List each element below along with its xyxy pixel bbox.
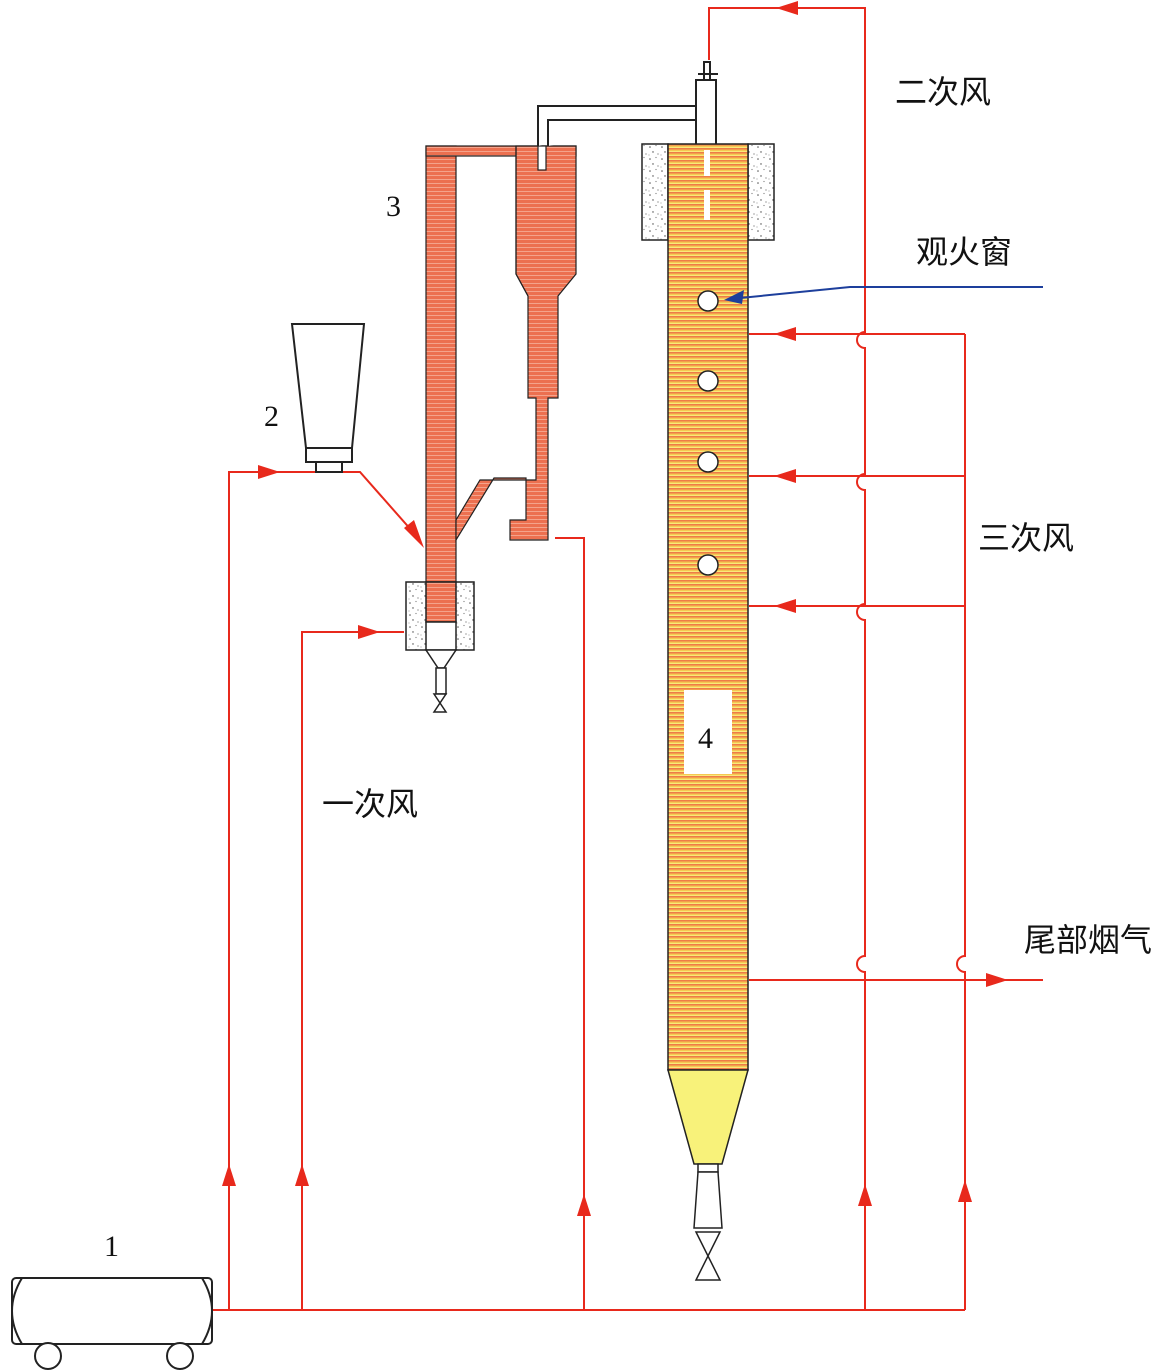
tertiary-air-label: 三次风 bbox=[978, 519, 1075, 557]
arrow-up bbox=[222, 1164, 236, 1186]
furnace bbox=[641, 143, 775, 1281]
primary-air-label: 一次风 bbox=[322, 785, 419, 823]
sight-window-label: 观火窗 bbox=[916, 233, 1013, 271]
crossover-duct bbox=[537, 61, 718, 147]
riser-cyclone-loop bbox=[425, 145, 577, 585]
blower-number: 1 bbox=[104, 1230, 119, 1263]
furnace-number: 4 bbox=[698, 722, 713, 755]
feed-hopper bbox=[290, 323, 366, 473]
riser-bottom bbox=[405, 581, 475, 713]
arrow-up bbox=[295, 1164, 309, 1186]
furnace-cone bbox=[667, 1069, 749, 1165]
blower-wheel bbox=[166, 1342, 194, 1370]
blower-wheel bbox=[34, 1342, 62, 1370]
arrow-right bbox=[358, 625, 380, 639]
primary-air-line bbox=[301, 631, 404, 1310]
arrow-up bbox=[858, 1184, 872, 1206]
arrow-left bbox=[776, 1, 798, 15]
flow-arrows bbox=[222, 1, 1008, 1216]
riser-loop-number: 3 bbox=[386, 190, 401, 223]
sight-window bbox=[697, 370, 719, 392]
air-piping bbox=[212, 7, 1043, 1311]
hopper-number: 2 bbox=[264, 400, 279, 433]
arrow-right bbox=[258, 465, 280, 479]
discharge-valve bbox=[694, 1231, 722, 1281]
arrow-left bbox=[774, 599, 796, 613]
tertiary-air-vertical bbox=[956, 334, 966, 1310]
insulation-block bbox=[641, 143, 669, 241]
feed-air-line bbox=[228, 471, 421, 1310]
loopseal-air-line bbox=[555, 537, 585, 1310]
arrow-up bbox=[958, 1180, 972, 1202]
secondary-air-line bbox=[708, 7, 866, 1310]
furnace-label-box bbox=[684, 690, 732, 774]
arrow-down-right bbox=[404, 520, 424, 548]
secondary-air-label: 二次风 bbox=[895, 73, 992, 111]
sight-window bbox=[697, 554, 719, 576]
sight-window bbox=[697, 290, 719, 312]
arrow-left bbox=[774, 469, 796, 483]
tail-flue-gas-label: 尾部烟气 bbox=[1024, 921, 1153, 959]
furnace-column bbox=[667, 143, 749, 1071]
insulation-block bbox=[747, 143, 775, 241]
sight-window-pointer bbox=[724, 286, 1043, 304]
arrow-right bbox=[986, 973, 1008, 987]
blower-tank bbox=[11, 1277, 213, 1370]
arrow-left bbox=[774, 327, 796, 341]
sight-window bbox=[697, 451, 719, 473]
arrow-up bbox=[577, 1194, 591, 1216]
